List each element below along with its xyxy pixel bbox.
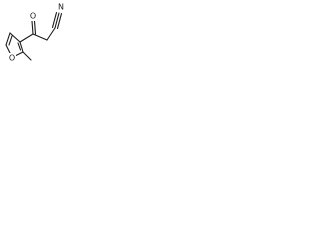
molecule-structure: N O O xyxy=(5,2,65,63)
furan-double-bond-c2-c3 xyxy=(17,42,22,51)
nitrile-bond-c xyxy=(51,11,58,29)
carbonyl-oxygen-bg xyxy=(29,12,37,21)
carbonyl-bond-b xyxy=(33,20,37,35)
ring-to-carbonyl-bond xyxy=(19,33,34,43)
furan-oxygen-bg xyxy=(8,53,16,62)
carbonyl-bond-a xyxy=(31,20,34,35)
nitrile-nitrogen-bg xyxy=(57,2,65,11)
methyl-bond xyxy=(22,51,32,61)
furan-bond-o1-c2 xyxy=(14,51,24,57)
nitrile-bond-a xyxy=(54,12,60,29)
structure-canvas: N O O xyxy=(0,0,79,83)
furan-double-bond-c4-c5 xyxy=(8,35,13,46)
furan-bond-c4-c5 xyxy=(5,32,11,46)
carbonyl-oxygen-label: O xyxy=(30,12,36,21)
methylene-to-nitrile-bond xyxy=(46,27,56,41)
furan-bond-c2-c3 xyxy=(19,41,24,53)
nitrile-bond-b xyxy=(56,12,63,30)
carbonyl-to-methylene-bond xyxy=(32,33,48,41)
nitrile-nitrogen-label: N xyxy=(58,3,64,12)
furan-bond-c3-c4 xyxy=(9,32,21,43)
furan-oxygen-label: O xyxy=(9,54,15,63)
